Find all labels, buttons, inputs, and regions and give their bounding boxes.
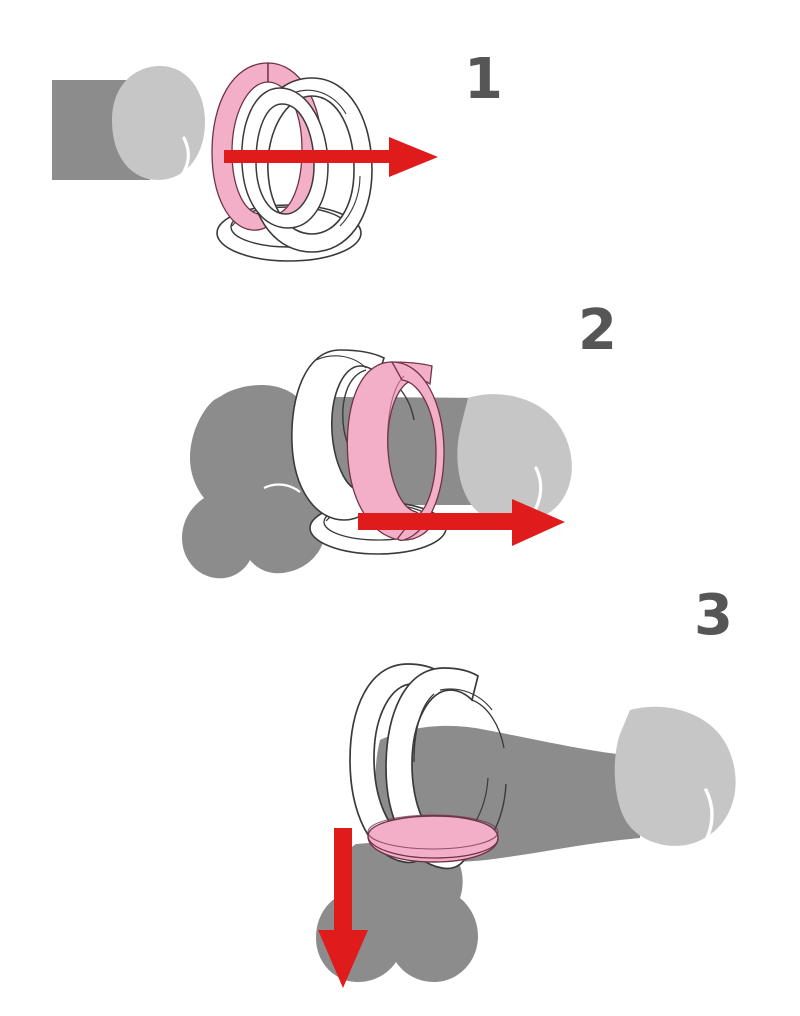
glans-step-three bbox=[614, 706, 736, 846]
shaft-step-three bbox=[375, 725, 640, 900]
clear-ring-step-one bbox=[249, 77, 373, 253]
step-number-3: 3 bbox=[694, 583, 733, 648]
pink-ring-step-three bbox=[367, 814, 499, 863]
shaft-step-one bbox=[52, 80, 150, 180]
glans-step-one bbox=[112, 66, 205, 180]
arrow-right-step-two bbox=[358, 499, 565, 546]
glans-step-two bbox=[457, 394, 572, 524]
clear-ring-inner-step-one bbox=[241, 87, 329, 229]
step-number-1: 1 bbox=[464, 47, 503, 112]
base-ring-step-one bbox=[216, 204, 362, 262]
fold-line-step-two bbox=[263, 483, 301, 493]
clear-ring-outer-step-three bbox=[349, 663, 441, 864]
clear-ring-step-two bbox=[291, 349, 385, 521]
arrow-down-step-three bbox=[318, 828, 368, 988]
pink-ring-step-two bbox=[346, 361, 445, 542]
clear-ring-inner-step-three bbox=[413, 688, 507, 861]
pink-ring-step-one bbox=[211, 62, 323, 232]
step-number-2: 2 bbox=[578, 298, 617, 363]
clear-ring-mid-step-three bbox=[385, 667, 479, 870]
base-ring-step-two bbox=[309, 501, 447, 555]
scrotum-step-two bbox=[182, 385, 327, 579]
shaft-step-two bbox=[221, 396, 492, 505]
clear-ring-inner-step-two bbox=[342, 369, 415, 471]
scrotum-step-three bbox=[316, 835, 478, 982]
arrow-right-step-one bbox=[224, 137, 438, 177]
